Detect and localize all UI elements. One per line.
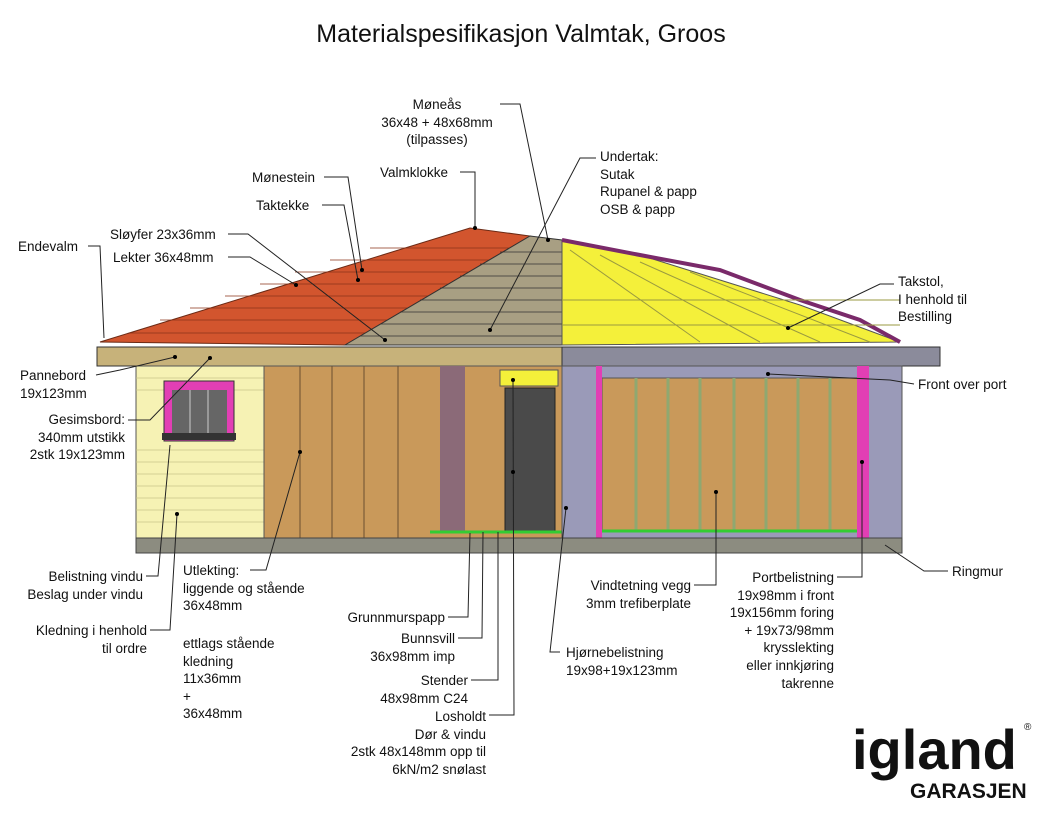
port-trim-left: [596, 366, 602, 552]
label-portbelistning: Portbelistning 19x98mm i front 19x156mm …: [700, 569, 834, 692]
label-line: til ordre: [101, 640, 147, 656]
label-takstol: Takstol, I henhold til Bestilling: [898, 273, 967, 326]
label-sloyfer: Sløyfer 23x36mm: [110, 227, 216, 242]
door: [504, 387, 556, 533]
label-ringmur: Ringmur: [952, 564, 1004, 579]
label-front-over-port: Front over port: [918, 377, 1007, 392]
foundation: [135, 537, 903, 554]
label-kledning: Kledning i henhold til ordre: [0, 622, 147, 657]
label-line: 3mm trefiberplate: [585, 595, 691, 611]
label-line: 11x36mm: [183, 671, 242, 687]
wall-right-panels: [601, 377, 861, 531]
label-line: Rupanel & papp: [600, 184, 697, 200]
label-line: 36x48mm: [183, 598, 243, 614]
tile-rows: [130, 247, 510, 334]
label-line: 19x98+19x123mm: [566, 662, 678, 678]
label-line: kledning: [183, 653, 234, 669]
label-endevalm: Endevalm: [18, 239, 79, 254]
label-line: Pannebord: [20, 368, 87, 383]
label-line: liggende og stående: [183, 580, 305, 596]
logo-subtitle: GARASJEN: [910, 780, 1027, 803]
label-vindtetning: Vindtetning vegg 3mm trefiberplate: [540, 577, 691, 612]
label-line: Utlekting:: [183, 563, 240, 578]
label-line: Undertak:: [600, 149, 659, 164]
label-line: Portbelistning: [752, 570, 834, 585]
logo-wordmark: igland: [852, 718, 1017, 781]
leader-dots: [173, 226, 864, 516]
label-line: + 19x73/98mm: [744, 622, 834, 638]
label-bunnsvill: Bunnsvill 36x98mm imp: [300, 630, 455, 665]
label-line: +: [183, 688, 191, 704]
window-mullions: [189, 390, 209, 433]
label-line: Stender: [420, 673, 468, 688]
label-line: (tilpasses): [406, 132, 468, 148]
label-moneas: Møneås 36x48 + 48x68mm (tilpasses): [362, 96, 512, 149]
port-trim-right: [857, 366, 869, 552]
truss-lines: [562, 249, 900, 343]
label-ettlags-kledning: ettlags stående kledning 11x36mm + 36x48…: [183, 635, 275, 723]
label-line: 2stk 48x148mm opp til: [350, 744, 486, 760]
label-line: 19x156mm foring: [729, 605, 834, 621]
label-line: Gesimsbord:: [48, 412, 125, 427]
label-utlekting: Utlekting: liggende og stående 36x48mm: [183, 562, 305, 615]
label-valmklokke: Valmklokke: [380, 165, 449, 180]
roof-tile-edge: [561, 238, 901, 344]
label-line: Dør & vindu: [414, 726, 486, 742]
label-line: 6kN/m2 snølast: [392, 761, 486, 777]
label-line: Bestilling: [898, 309, 953, 325]
label-losholdt: Losholdt Dør & vindu 2stk 48x148mm opp t…: [300, 708, 486, 778]
label-monestein: Mønestein: [252, 170, 316, 185]
leader-lines: [88, 103, 948, 716]
label-line: OSB & papp: [600, 201, 676, 217]
door-opening: [440, 366, 465, 532]
right-studs: [634, 378, 832, 530]
label-undertak: Undertak: Sutak Rupanel & papp OSB & pap…: [600, 148, 697, 218]
label-line: ettlags stående: [183, 636, 275, 651]
label-line: 48x98mm C24: [380, 690, 468, 706]
label-gesimsbord: Gesimsbord: 340mm utstikk 2stk 19x123mm: [10, 411, 125, 464]
label-line: 19x123mm: [20, 385, 87, 401]
label-line: Belistning vindu: [48, 569, 143, 584]
label-line: 36x98mm imp: [370, 648, 455, 664]
label-belistning-vindu: Belistning vindu Beslag under vindu: [0, 568, 143, 603]
window-sill: [162, 433, 236, 440]
label-line: Losholdt: [434, 709, 486, 724]
label-taktekke: Taktekke: [256, 198, 310, 213]
label-line: 2stk 19x123mm: [29, 447, 125, 463]
fascia-left: [96, 346, 563, 367]
fascia-right: [561, 346, 941, 367]
page-title: Materialspesifikasjon Valmtak, Groos: [316, 20, 726, 48]
label-hjornebelistning: Hjørnebelistning 19x98+19x123mm: [566, 644, 677, 679]
igland-logo: igland GARASJEN ®: [852, 722, 1040, 806]
label-line: krysslekting: [763, 640, 834, 656]
label-line: Sutak: [600, 166, 635, 182]
label-line: 340mm utstikk: [37, 429, 125, 445]
window-glass: [172, 390, 227, 433]
label-line: 19x98mm i front: [737, 587, 834, 603]
label-line: takrenne: [781, 675, 834, 691]
label-pannebord: Pannebord 19x123mm: [20, 367, 87, 402]
label-line: Vindtetning vegg: [590, 578, 691, 593]
door-header: [499, 369, 559, 387]
label-line: Hjørnebelistning: [566, 645, 664, 660]
label-line: Kledning i henhold: [35, 623, 147, 638]
label-grunnmurspapp: Grunnmurspapp: [347, 610, 445, 625]
label-line: Bunnsvill: [400, 631, 455, 646]
label-line: Takstol,: [898, 274, 944, 289]
label-line: Beslag under vindu: [27, 586, 143, 602]
logo-registered-mark: ®: [1024, 722, 1032, 733]
label-stender: Stender 48x98mm C24: [300, 672, 468, 707]
label-line: I henhold til: [898, 291, 968, 307]
lath-lines: [360, 251, 562, 337]
label-line: Møneås: [412, 97, 462, 112]
label-line: 36x48mm: [183, 706, 243, 722]
label-line: 36x48 + 48x68mm: [381, 114, 493, 130]
label-lekter: Lekter 36x48mm: [113, 250, 214, 265]
roof-trusses: [561, 239, 901, 346]
cladding-lines: [136, 377, 264, 523]
label-line: eller innkjøring: [746, 657, 834, 673]
